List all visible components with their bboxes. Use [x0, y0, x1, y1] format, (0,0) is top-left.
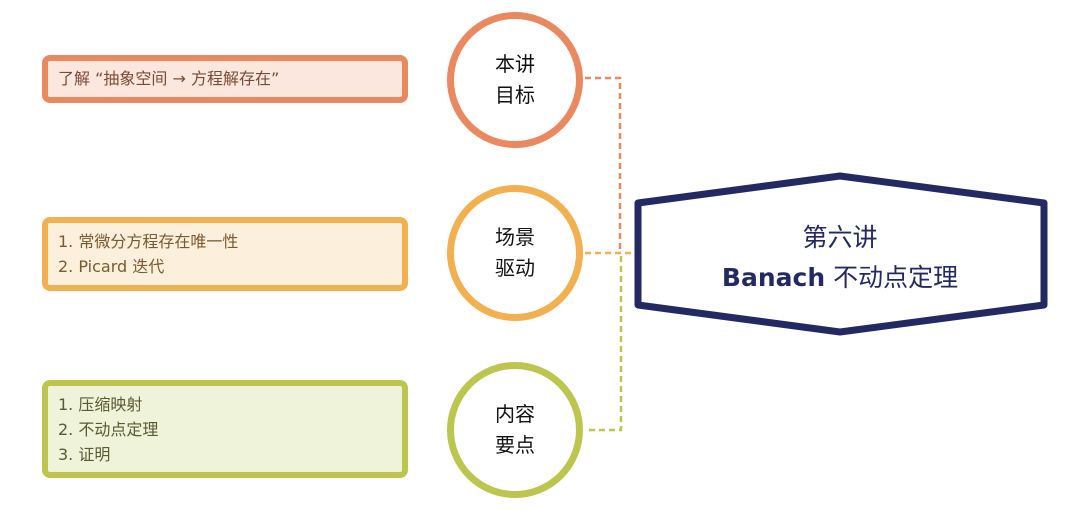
connector-content — [585, 256, 623, 432]
connector-goal — [585, 76, 622, 253]
content-box: 1. 压缩映射 2. 不动点定理 3. 证明 — [42, 380, 408, 478]
scene-item: 2. Picard 迭代 — [58, 257, 165, 276]
goal-circle-line2: 目标 — [495, 83, 535, 107]
scene-box: 1. 常微分方程存在唯一性 2. Picard 迭代 — [42, 217, 408, 291]
scene-circle-line1: 场景 — [495, 225, 535, 249]
center-title-rest: 不动点定理 — [825, 263, 959, 292]
center-title: 第六讲 Banach 不动点定理 — [640, 218, 1040, 298]
goal-box: 了解 “抽象空间 → 方程解存在” — [42, 55, 408, 103]
content-circle[interactable]: 内容 要点 — [447, 362, 583, 498]
goal-circle[interactable]: 本讲 目标 — [447, 12, 583, 148]
scene-circle-line2: 驱动 — [495, 256, 535, 280]
goal-circle-line1: 本讲 — [495, 52, 535, 76]
center-hexagon[interactable] — [634, 172, 1048, 336]
content-item: 3. 证明 — [58, 445, 111, 464]
center-title-line2: Banach 不动点定理 — [640, 258, 1040, 298]
goal-item: 了解 “抽象空间 → 方程解存在” — [58, 69, 280, 88]
content-circle-line1: 内容 — [495, 402, 535, 426]
center-title-line1: 第六讲 — [802, 223, 878, 252]
center-title-banach: Banach — [721, 263, 826, 292]
content-circle-line2: 要点 — [495, 433, 535, 457]
scene-item: 1. 常微分方程存在唯一性 — [58, 232, 239, 251]
content-item: 2. 不动点定理 — [58, 420, 159, 439]
content-item: 1. 压缩映射 — [58, 395, 143, 414]
scene-circle[interactable]: 场景 驱动 — [447, 185, 583, 321]
